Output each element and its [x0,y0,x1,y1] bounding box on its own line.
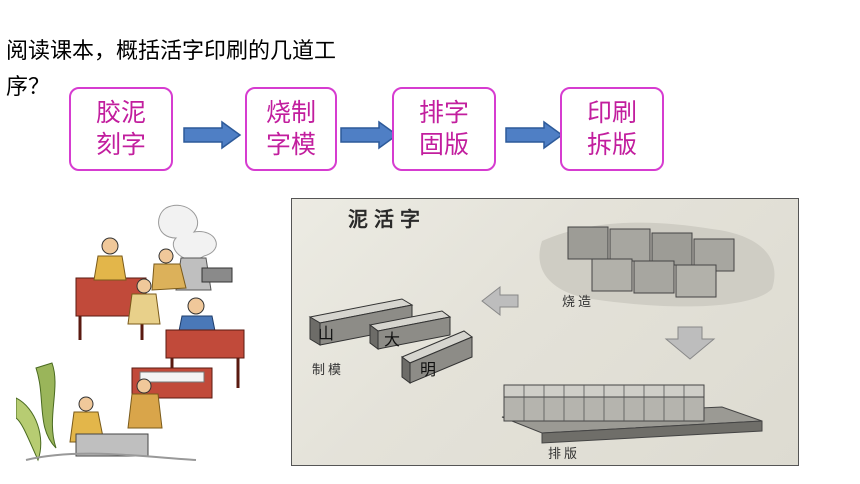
step-3-line-1: 排字 [418,98,469,127]
step-3-line-2: 固版 [418,130,469,159]
right-arrow-icon [340,120,399,150]
printing-workers-illustration [16,204,245,462]
label-zhimo: 制模 [312,363,345,378]
question-line-1: 阅读课本，概括活字印刷的几道工 [6,39,337,64]
clay-type-blocks-drawing: 山 大 明 [308,222,775,444]
question-line-2: 序？ [6,75,51,100]
step-2-line-1: 烧制 [265,98,316,127]
step-box-4: 印刷 拆版 [560,87,664,171]
clay-type-diagram-image: 泥活字 山 大 明 [291,198,799,466]
step-box-1: 胶泥 刻字 [69,87,173,171]
right-arrow-icon [183,120,242,150]
type-char-3: 明 [420,360,436,379]
question-text: 阅读课本，概括活字印刷的几道工 序？ [6,34,446,106]
label-paiban: 排版 [548,447,581,462]
type-char-2: 大 [384,330,400,349]
right-arrow-icon [505,120,564,150]
step-4-line-1: 印刷 [586,98,637,127]
step-1-line-2: 刻字 [95,130,146,159]
step-box-3: 排字 固版 [392,87,496,171]
step-2-line-2: 字模 [265,130,316,159]
label-shaozao: 烧造 [562,295,595,310]
step-box-2: 烧制 字模 [245,87,337,171]
step-1-line-1: 胶泥 [95,98,146,127]
photo-title: 泥活字 [348,207,426,231]
step-4-line-2: 拆版 [586,130,637,159]
type-char-1: 山 [318,324,334,343]
